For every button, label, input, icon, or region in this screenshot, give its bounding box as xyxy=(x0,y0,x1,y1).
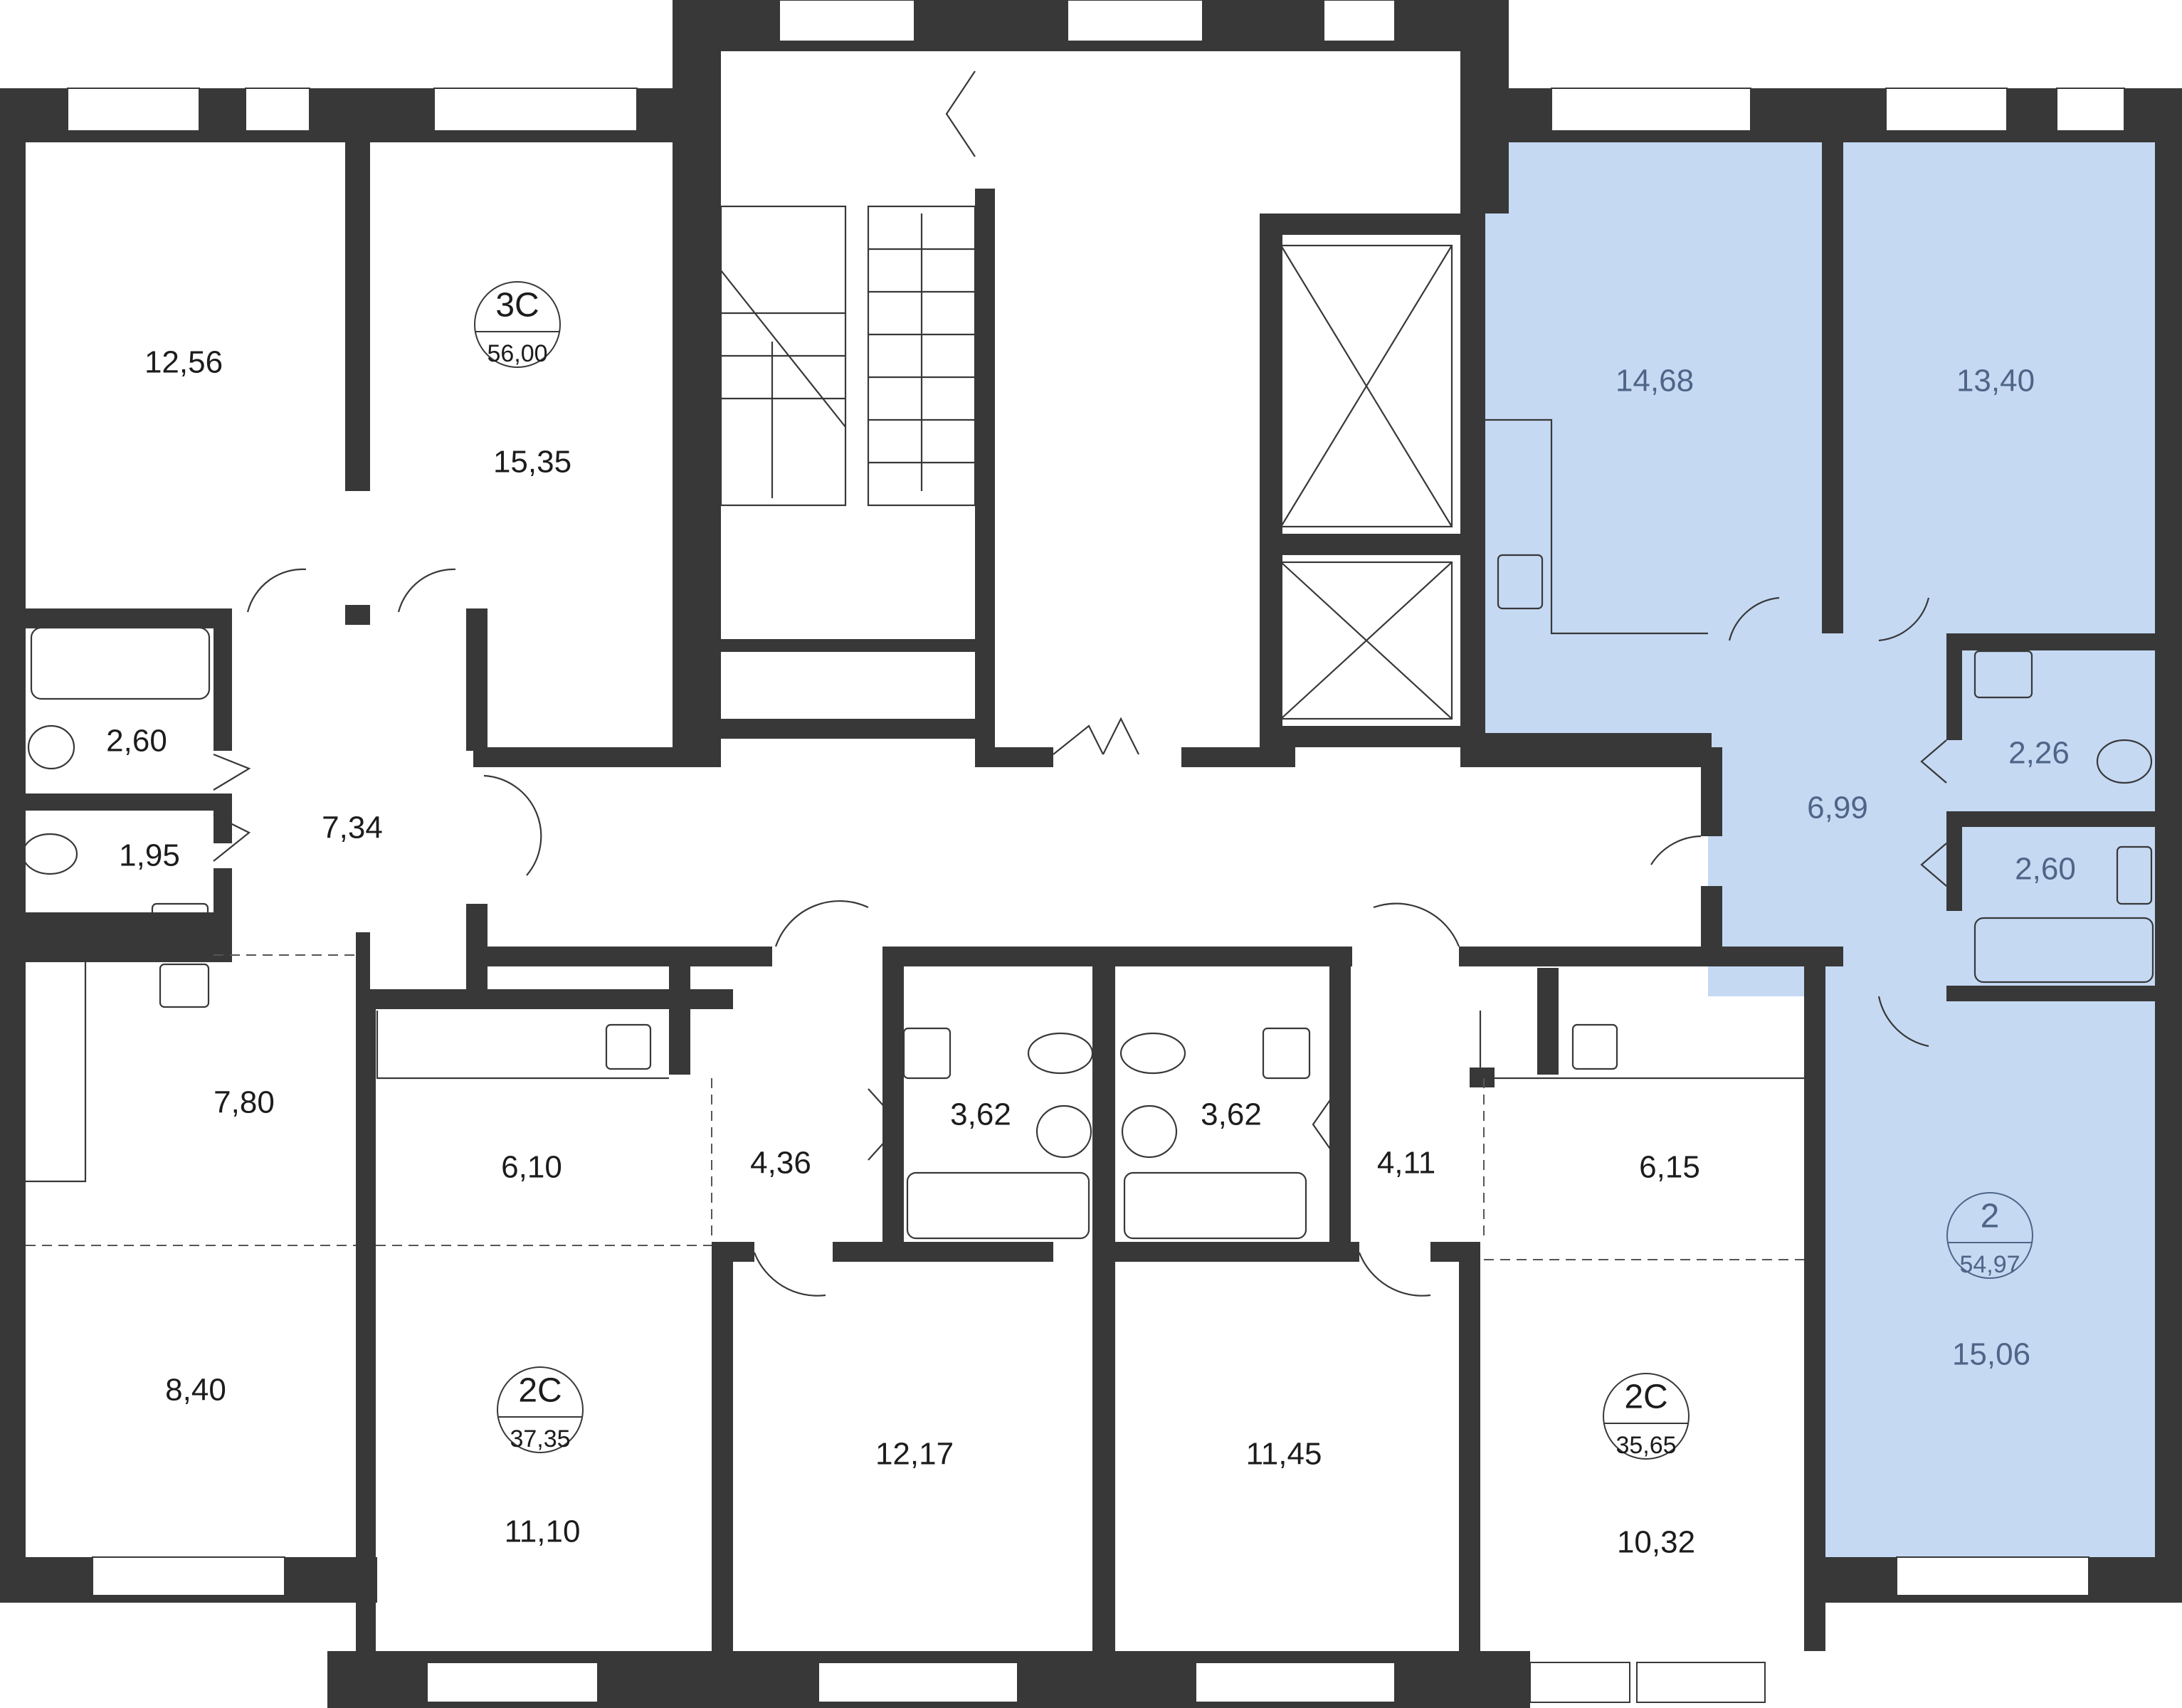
room-area-label: 14,68 xyxy=(1616,364,1694,399)
room-area-label: 8,40 xyxy=(165,1373,226,1408)
apartment-total-area: 35,65 xyxy=(1616,1432,1676,1459)
windows xyxy=(67,0,2125,1703)
apartment-badge-3c[interactable]: 3С 56,00 xyxy=(474,281,561,368)
room-area-label: 15,06 xyxy=(1952,1337,2030,1372)
room-area-label: 1,95 xyxy=(119,838,180,873)
room-area-label: 13,40 xyxy=(1956,364,2035,399)
room-area-label: 3,62 xyxy=(1201,1097,1262,1132)
fixtures xyxy=(21,70,2154,1297)
room-area-label: 7,80 xyxy=(214,1085,275,1120)
room-area-label: 3,62 xyxy=(950,1097,1011,1132)
room-area-label: 4,36 xyxy=(750,1146,811,1181)
room-area-label: 6,99 xyxy=(1807,791,1868,826)
room-area-label: 6,15 xyxy=(1639,1150,1700,1185)
room-area-label: 2,26 xyxy=(2008,736,2070,771)
apartment-type: 3С xyxy=(495,287,539,325)
room-area-label: 4,11 xyxy=(1377,1146,1435,1181)
apartment-badge-2c-left[interactable]: 2С 37,35 xyxy=(497,1366,584,1453)
apartment-total-area: 37,35 xyxy=(510,1425,570,1453)
room-area-label: 2,60 xyxy=(106,724,167,759)
room-area-label: 11,10 xyxy=(505,1514,581,1549)
room-area-label: 11,45 xyxy=(1246,1437,1322,1472)
highlighted-apartment-area[interactable] xyxy=(1484,141,2155,1557)
room-area-label: 2,60 xyxy=(2015,852,2076,887)
apartment-total-area: 54,97 xyxy=(1959,1251,2020,1278)
room-area-label: 12,17 xyxy=(875,1437,954,1472)
apartment-badge-2[interactable]: 2 54,97 xyxy=(1946,1192,2033,1279)
room-area-label: 12,56 xyxy=(144,345,223,380)
apartment-type: 2С xyxy=(518,1372,562,1410)
room-area-label: 7,34 xyxy=(322,811,383,845)
zone-lines xyxy=(26,954,1804,1260)
apartment-total-area: 56,00 xyxy=(487,340,547,367)
room-area-labels: 12,56 15,35 2,60 1,95 7,34 7,80 8,40 6,1… xyxy=(106,345,2076,1560)
room-area-label: 10,32 xyxy=(1617,1525,1695,1560)
apartment-type: 2 xyxy=(1981,1198,2000,1235)
apartment-type: 2С xyxy=(1624,1378,1667,1416)
apartment-badge-2c-right[interactable]: 2С 35,65 xyxy=(1603,1373,1690,1460)
room-area-label: 15,35 xyxy=(493,445,571,480)
room-area-label: 6,10 xyxy=(501,1150,562,1185)
